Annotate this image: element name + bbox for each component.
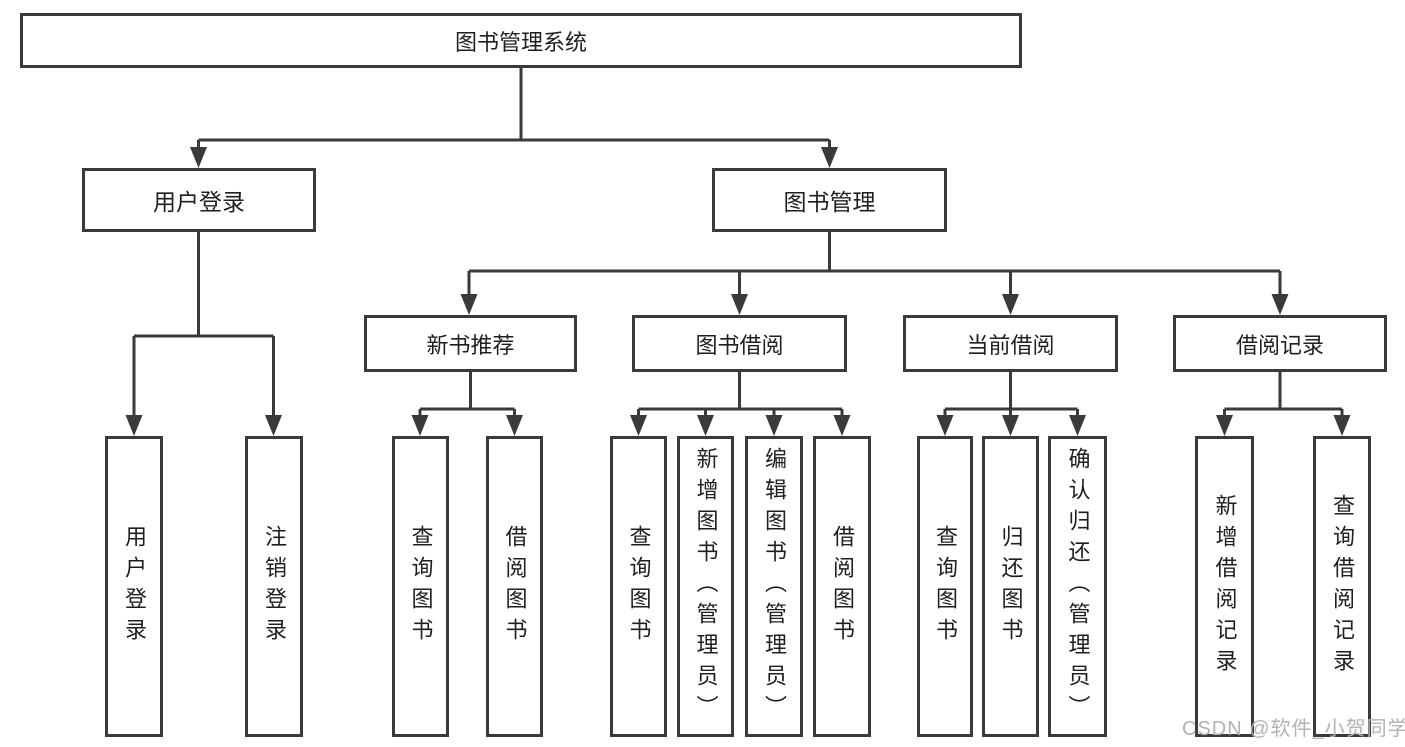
node-label: 确认归还（管理员） <box>1065 447 1091 726</box>
node-library-management-system: 图书管理系统 <box>20 13 1022 68</box>
node-new-book-recommendation: 新书推荐 <box>364 315 577 372</box>
node-borrowing-records: 借阅记录 <box>1173 315 1387 372</box>
leaf-borrow-books-1: 借阅图书 <box>486 436 543 737</box>
leaf-confirm-return-admin: 确认归还（管理员） <box>1048 436 1107 737</box>
node-label: 查询图书 <box>626 524 652 649</box>
node-label: 借阅图书 <box>830 524 855 649</box>
leaf-query-books-2: 查询图书 <box>610 436 667 737</box>
node-book-management: 图书管理 <box>712 168 947 232</box>
leaf-borrow-books-2: 借阅图书 <box>813 436 871 737</box>
arrowheads <box>125 147 1351 436</box>
node-current-borrowing: 当前借阅 <box>903 315 1118 372</box>
node-label: 注销登录 <box>262 524 287 649</box>
node-label: 编辑图书（管理员） <box>762 447 787 726</box>
node-book-borrowing: 图书借阅 <box>632 315 847 372</box>
node-label: 新增图书（管理员） <box>693 447 719 726</box>
csdn-watermark: CSDN @软件_小贺同学 <box>1182 718 1405 740</box>
leaf-query-borrow-record: 查询借阅记录 <box>1313 436 1371 737</box>
node-label: 图书借阅 <box>695 332 784 358</box>
leaf-edit-books-admin: 编辑图书（管理员） <box>745 436 803 737</box>
node-label: 查询借阅记录 <box>1330 493 1355 680</box>
node-label: 查询图书 <box>933 524 958 649</box>
node-label: 用户登录 <box>153 189 245 215</box>
node-label: 图书管理 <box>783 189 876 215</box>
leaf-add-borrow-record: 新增借阅记录 <box>1195 436 1254 737</box>
leaf-add-books-admin: 新增图书（管理员） <box>677 436 734 737</box>
node-label: 查询图书 <box>408 524 434 649</box>
node-label: 新增借阅记录 <box>1212 493 1238 680</box>
node-label: 图书管理系统 <box>454 29 587 55</box>
node-label: 借阅记录 <box>1235 332 1324 358</box>
node-label: 当前借阅 <box>966 332 1055 358</box>
leaf-return-books: 归还图书 <box>982 436 1039 737</box>
node-label: 新书推荐 <box>426 332 515 358</box>
leaf-query-books-1: 查询图书 <box>392 436 449 737</box>
node-label: 用户登录 <box>122 524 147 649</box>
leaf-query-books-3: 查询图书 <box>917 436 973 737</box>
leaf-user-login: 用户登录 <box>105 436 163 737</box>
node-label: 归还图书 <box>998 524 1024 649</box>
node-label: 借阅图书 <box>502 524 528 649</box>
node-user-login: 用户登录 <box>82 168 316 232</box>
leaf-logout: 注销登录 <box>245 436 303 737</box>
